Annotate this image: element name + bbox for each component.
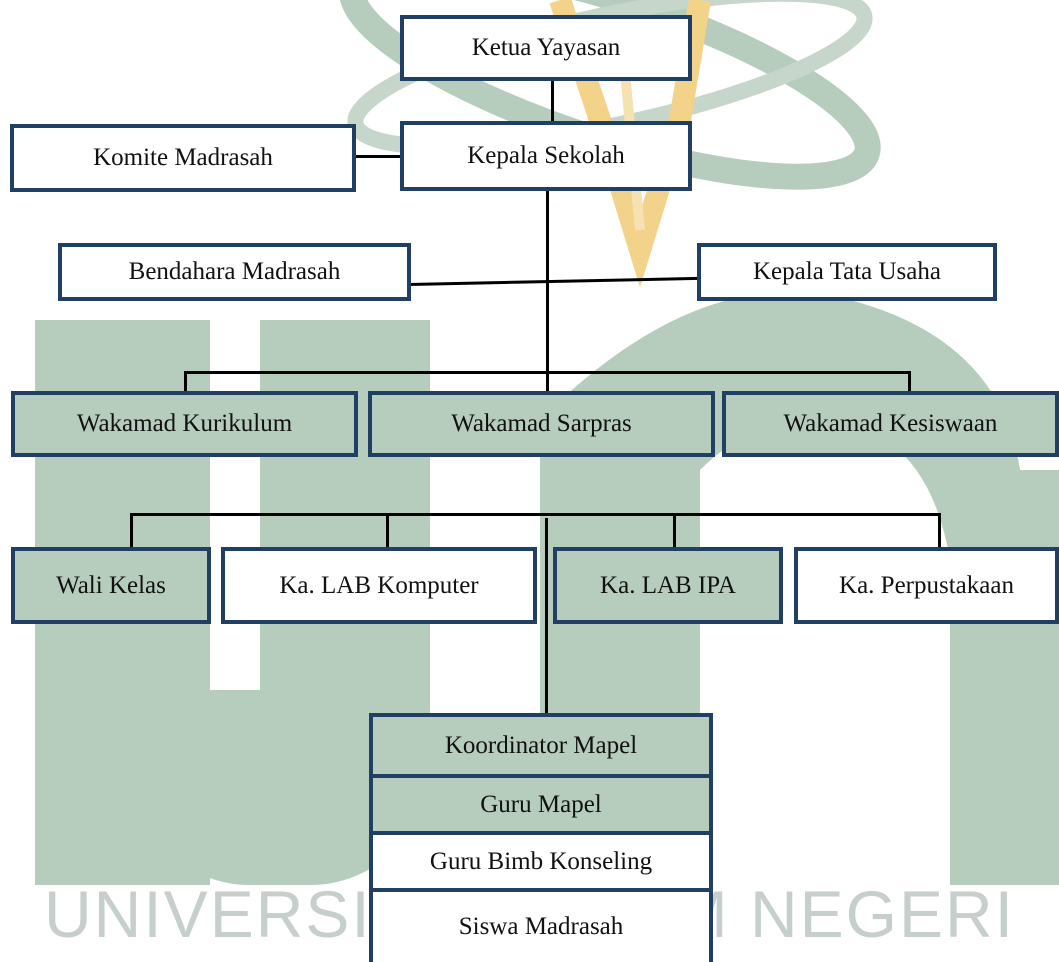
box-ka-lab-ipa: Ka. LAB IPA (553, 547, 783, 624)
box-siswa-madrasah: Siswa Madrasah (369, 888, 713, 962)
connector-staff-2 (386, 513, 389, 549)
connector-wakamad-left (184, 371, 187, 392)
box-koordinator-mapel: Koordinator Mapel (369, 713, 713, 778)
box-bendahara-madrasah: Bendahara Madrasah (58, 243, 411, 301)
box-ka-lab-komputer: Ka. LAB Komputer (221, 547, 537, 624)
connector-staff-bar (130, 513, 941, 516)
connector-staff-4 (938, 513, 941, 549)
connector-bendahara-tu (408, 276, 699, 286)
connector-trunk-main (546, 190, 549, 450)
box-wakamad-sarpras: Wakamad Sarpras (368, 391, 715, 457)
box-komite-madrasah: Komite Madrasah (10, 124, 356, 192)
connector-staff-1 (130, 513, 133, 549)
box-guru-bimb-konseling: Guru Bimb Konseling (369, 831, 713, 892)
connector-wakamad-bar (184, 371, 911, 374)
box-wali-kelas: Wali Kelas (11, 547, 211, 624)
connector-ketua-kepala (551, 78, 554, 122)
connector-komite-kepala (354, 155, 402, 158)
box-wakamad-kurikulum: Wakamad Kurikulum (11, 391, 358, 457)
box-kepala-tata-usaha: Kepala Tata Usaha (697, 243, 997, 301)
box-ketua-yayasan: Ketua Yayasan (400, 15, 692, 81)
box-guru-mapel: Guru Mapel (369, 774, 713, 835)
box-ka-perpustakaan: Ka. Perpustakaan (794, 547, 1059, 624)
connector-wakamad-right (908, 371, 911, 392)
connector-staff-3 (673, 513, 676, 549)
box-kepala-sekolah: Kepala Sekolah (400, 121, 692, 191)
connector-trunk-lower (545, 518, 548, 714)
box-wakamad-kesiswaan: Wakamad Kesiswaan (722, 391, 1059, 457)
